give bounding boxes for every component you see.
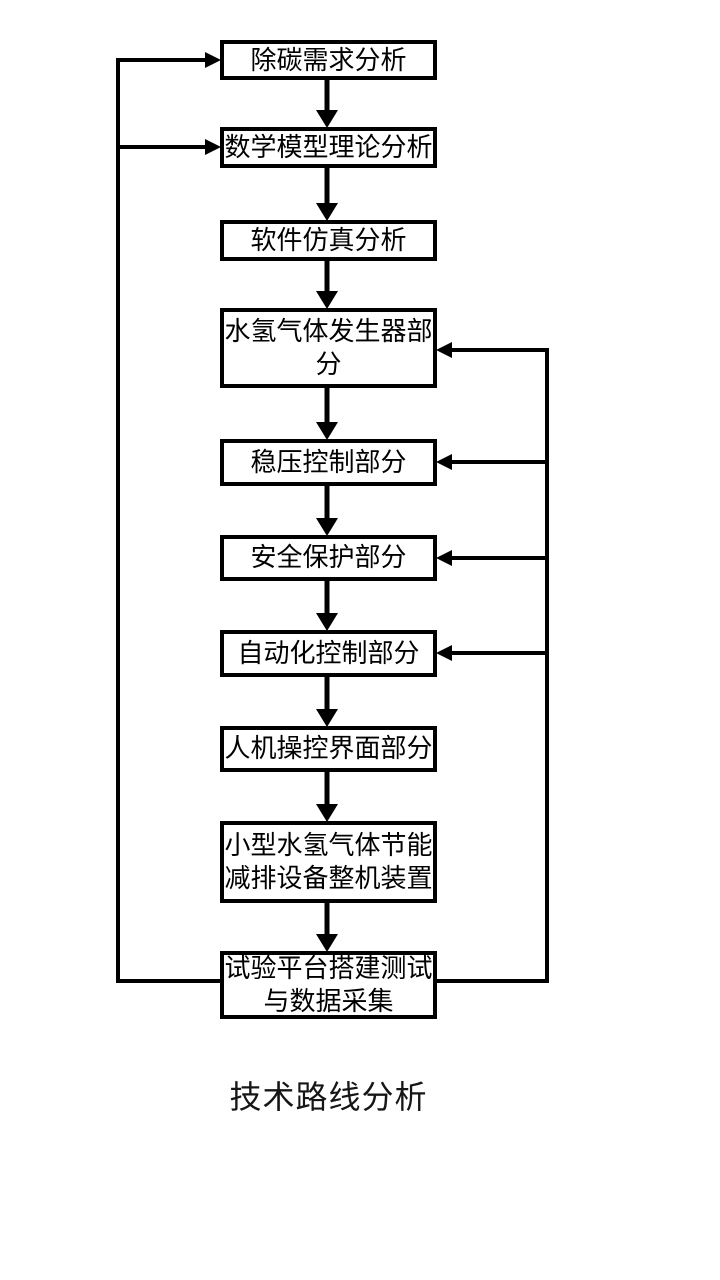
arrowhead-into-n2 — [205, 139, 221, 155]
edge-n2-n3-head — [316, 203, 338, 221]
arrowhead-into-n7 — [436, 645, 452, 661]
flow-node-hmi: 人机操控界面部分 — [220, 726, 437, 772]
arrowhead-into-n1 — [205, 52, 221, 68]
edge-feedback-right-trunk — [436, 348, 549, 983]
edge-feedback-left-trunk — [116, 58, 220, 983]
flow-node-software-simulation: 软件仿真分析 — [220, 220, 437, 261]
flow-node-automation-control: 自动化控制部分 — [220, 630, 437, 677]
edge-n1-n2-head — [316, 110, 338, 128]
diagram-title: 技术路线分析 — [229, 1079, 428, 1115]
flow-node-test-platform: 试验平台搭建测试与数据采集 — [220, 951, 437, 1019]
edge-n6-n7-head — [316, 613, 338, 631]
edge-n3-n4-head — [316, 291, 338, 309]
arrowhead-into-n5 — [436, 454, 452, 470]
edge-n8-n9-head — [316, 804, 338, 822]
flow-node-whole-device: 小型水氢气体节能减排设备整机装置 — [220, 821, 437, 903]
flow-node-math-model: 数学模型理论分析 — [220, 127, 437, 168]
flow-node-carbon-demand: 除碳需求分析 — [220, 40, 437, 80]
flow-node-gas-generator: 水氢气体发生器部分 — [220, 308, 437, 388]
edge-n7-n8-head — [316, 709, 338, 727]
arrowhead-into-n4 — [436, 342, 452, 358]
flow-node-safety-protection: 安全保护部分 — [220, 535, 437, 581]
arrowhead-into-n6 — [436, 550, 452, 566]
edge-n9-n10-head — [316, 934, 338, 952]
edge-n4-n5-head — [316, 422, 338, 440]
edge-n5-n6-head — [316, 518, 338, 536]
flow-node-pressure-control: 稳压控制部分 — [220, 439, 437, 486]
